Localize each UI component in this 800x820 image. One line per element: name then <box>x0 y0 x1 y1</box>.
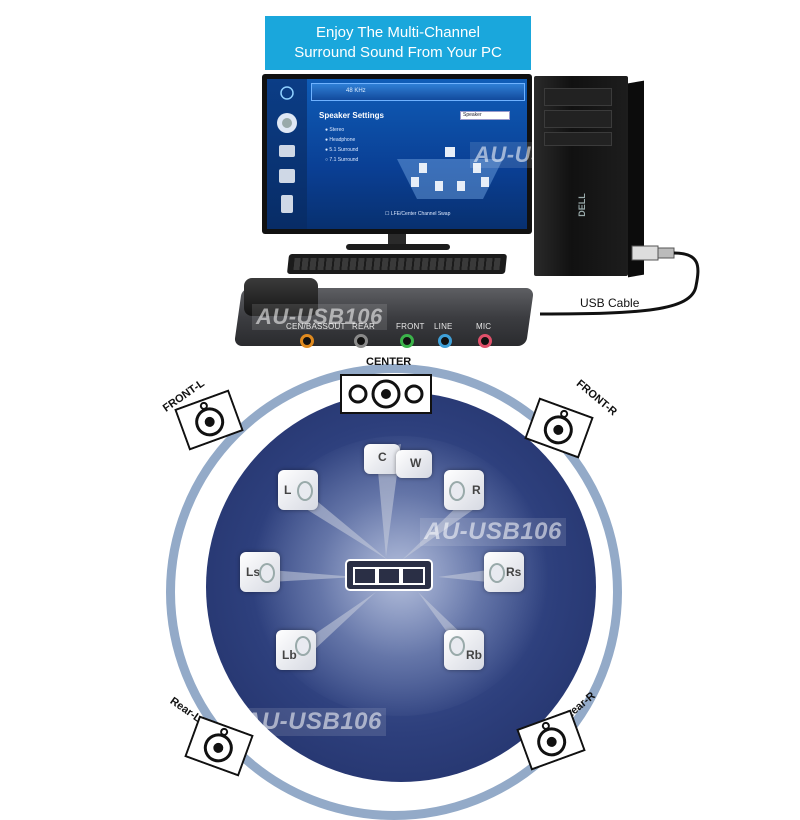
sofa-icon <box>345 559 433 591</box>
headline-line-1: Enjoy The Multi-Channel <box>316 24 480 41</box>
jack-rear <box>354 334 368 348</box>
speaker-cube-lb: Lb <box>276 630 316 670</box>
speaker-cube-ls: Ls <box>240 552 280 592</box>
watermark-3: AU-USB106 <box>420 518 566 546</box>
software-screen: 48 KHz Speaker Settings ● Stereo ● Headp… <box>267 79 527 229</box>
option-7-1-surround[interactable]: ○ 7.1 Surround <box>325 157 359 163</box>
option-headphone[interactable]: ● Headphone <box>325 137 356 143</box>
jack-cen-bassout <box>300 334 314 348</box>
rear-r-speaker-icon <box>516 709 586 771</box>
port-label-rear: REAR <box>352 322 376 331</box>
speaker-settings-title: Speaker Settings <box>319 111 384 120</box>
sample-rate: 48 KHz <box>346 88 366 94</box>
port-label-line: LINE <box>434 322 453 331</box>
watermark-2: AU-USB106 <box>252 304 387 330</box>
speaker-cube-rs: Rs <box>484 552 524 592</box>
speaker-cube-r: R <box>444 470 484 510</box>
speaker-dropdown[interactable]: Speaker <box>460 111 510 120</box>
monitor-stand-neck <box>388 234 406 246</box>
port-label-cen-bassout: CEN/BASSOUT <box>286 322 346 331</box>
port-label-mic: MIC <box>476 322 492 331</box>
front-l-speaker-icon <box>174 389 244 451</box>
usb-sound-card: CEN/BASSOUT REAR FRONT LINE MIC <box>233 278 538 354</box>
jack-front <box>400 334 414 348</box>
monitor: 48 KHz Speaker Settings ● Stereo ● Headp… <box>262 74 532 234</box>
rear-l-speaker-icon <box>184 715 254 777</box>
headline-banner: Enjoy The Multi-Channel Surround Sound F… <box>265 16 531 70</box>
speaker-cube-rb: Rb <box>444 630 484 670</box>
keyboard <box>286 254 508 274</box>
usb-cable-label: USB Cable <box>580 296 640 310</box>
tower-logo: DELL <box>576 193 587 217</box>
watermark-4: AU-USB106 <box>240 708 386 736</box>
center-speaker-icon <box>340 374 432 414</box>
center-label: CENTER <box>366 356 412 368</box>
front-r-speaker-icon <box>524 397 594 459</box>
port-label-front: FRONT <box>396 322 425 331</box>
software-sidebar <box>267 79 307 229</box>
option-stereo[interactable]: ● Stereo <box>325 127 345 133</box>
speaker-cube-l: L <box>278 470 318 510</box>
speaker-stage-graphic <box>397 147 503 199</box>
pc-tower: DELL <box>534 76 644 278</box>
software-toolbar: 48 KHz <box>311 83 525 101</box>
option-5-1-surround[interactable]: ● 5.1 Surround <box>325 147 359 153</box>
jack-mic <box>478 334 492 348</box>
speaker-cube-c: C <box>364 444 400 474</box>
sidebar-icons <box>277 86 297 213</box>
monitor-stand-base <box>346 244 450 250</box>
speaker-cube-w: W <box>396 450 432 478</box>
lfe-swap-checkbox[interactable]: ☐ LFE/Center Channel Swap <box>385 211 451 217</box>
usb-cable <box>539 245 700 316</box>
headline-line-2: Surround Sound From Your PC <box>294 44 502 61</box>
jack-line <box>438 334 452 348</box>
